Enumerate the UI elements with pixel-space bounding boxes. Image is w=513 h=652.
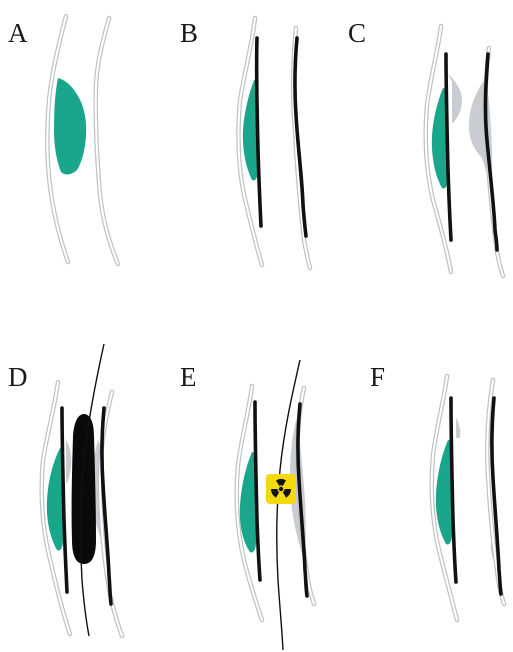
balloon-catheter bbox=[72, 414, 96, 564]
stent-strut-left bbox=[451, 398, 456, 582]
panel-label-f: F bbox=[370, 362, 385, 392]
plaque bbox=[54, 78, 86, 174]
plaque bbox=[240, 452, 256, 553]
thrombus-left bbox=[456, 418, 460, 438]
panel-d: D bbox=[8, 344, 122, 636]
panel-f: F bbox=[370, 362, 504, 620]
panel-label-c: C bbox=[348, 18, 366, 48]
panel-e: E bbox=[180, 360, 314, 650]
panel-c: C bbox=[348, 18, 503, 276]
stent-strut-left bbox=[62, 408, 67, 592]
stent-strut-left bbox=[446, 54, 451, 240]
stent-strut-left bbox=[257, 38, 261, 226]
panel-label-a: A bbox=[8, 18, 28, 48]
panel-a: A bbox=[8, 16, 118, 264]
stent-strut-left bbox=[255, 402, 260, 580]
plaque bbox=[436, 440, 452, 545]
panel-label-d: D bbox=[8, 362, 28, 392]
panel-label-e: E bbox=[180, 362, 197, 392]
thrombus-left bbox=[448, 74, 462, 124]
panel-b: B bbox=[180, 18, 310, 268]
thrombus-left bbox=[66, 440, 71, 484]
radiation-source-icon bbox=[266, 474, 296, 504]
plaque bbox=[47, 448, 63, 551]
panel-label-b: B bbox=[180, 18, 198, 48]
